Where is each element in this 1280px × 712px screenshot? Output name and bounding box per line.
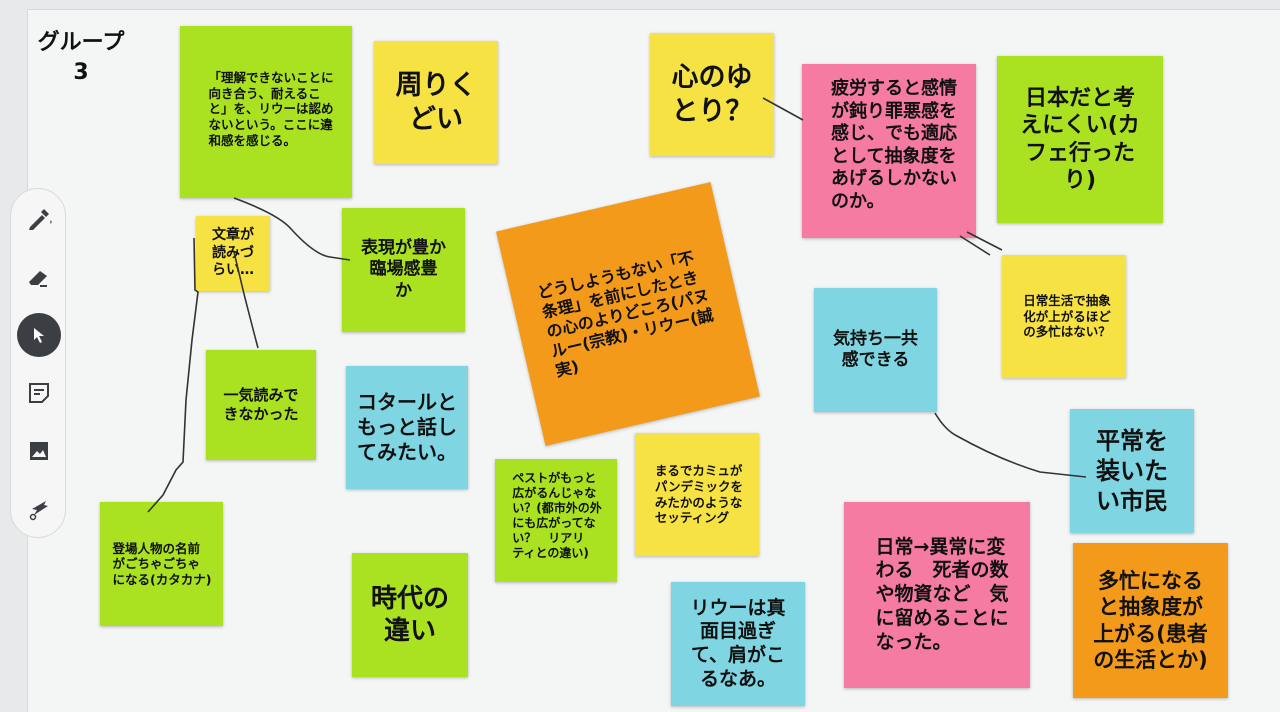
sticky-note[interactable]: 「理解できないことに 向き合う、耐えるこ と」を、リウーは認め ないという。ここ…	[180, 26, 352, 198]
laser-tool-button[interactable]	[17, 487, 61, 531]
sticky-note[interactable]: 日常→異常に変 わる 死者の数 や物資など 気 に留めることに なった。	[844, 502, 1030, 688]
image-icon	[30, 442, 48, 460]
sticky-note[interactable]: 日本だと考 えにくい(カ フェ行った り)	[997, 56, 1163, 223]
pen-tool-button[interactable]	[17, 197, 61, 241]
sticky-note[interactable]: 疲労すると感情 が鈍り罪悪感を 感じ、でも適応 として抽象度を あげるしかない …	[802, 64, 976, 238]
cursor-icon	[34, 328, 44, 343]
sticky-note[interactable]: 心のゆ とり？	[650, 33, 774, 156]
pen-icon	[29, 209, 52, 230]
sticky-note[interactable]: コタールと もっと話し てみたい。	[346, 366, 468, 489]
laser-pointer-icon	[29, 501, 48, 521]
toolbar	[10, 188, 66, 538]
sticky-note[interactable]: まるでカミュが パンデミックを みたかのような セッティング	[635, 433, 759, 556]
sticky-note[interactable]: 文章が 読みづ らい…	[196, 216, 270, 291]
sticky-note[interactable]: 日常生活で抽象 化が上がるほど の多忙はない？	[1002, 255, 1126, 378]
sticky-note[interactable]: 気持ち一共 感できる	[814, 288, 937, 412]
sticky-note[interactable]: 多忙になる と抽象度が 上がる(患者 の生活とか)	[1073, 543, 1228, 698]
sticky-note[interactable]: 時代の 違い	[352, 553, 468, 677]
sticky-note-tool-button[interactable]	[17, 371, 61, 415]
group-title[interactable]: グループ3	[37, 30, 125, 85]
sticky-note[interactable]: ペストがもっと 広がるんじゃな い？(都市外の外 にも広がってな い？ リアリ …	[495, 459, 617, 582]
sticky-note-icon	[29, 383, 49, 403]
eraser-icon	[29, 271, 47, 287]
sticky-note[interactable]: 一気読みで きなかった	[206, 350, 316, 460]
sticky-note[interactable]: 平常を 装いた い市民	[1070, 409, 1194, 533]
sticky-note[interactable]: 登場人物の名前 がごちゃごちゃ になる(カタカナ)	[100, 502, 223, 626]
select-tool-button[interactable]	[17, 313, 61, 357]
sticky-note[interactable]: 周りく どい	[374, 41, 498, 164]
sticky-note[interactable]: 表現が豊か 臨場感豊 か	[342, 208, 465, 332]
sticky-note[interactable]: リウーは真 面目過ぎ て、肩がこ るなあ。	[671, 582, 805, 706]
image-tool-button[interactable]	[17, 429, 61, 473]
eraser-tool-button[interactable]	[17, 255, 61, 299]
